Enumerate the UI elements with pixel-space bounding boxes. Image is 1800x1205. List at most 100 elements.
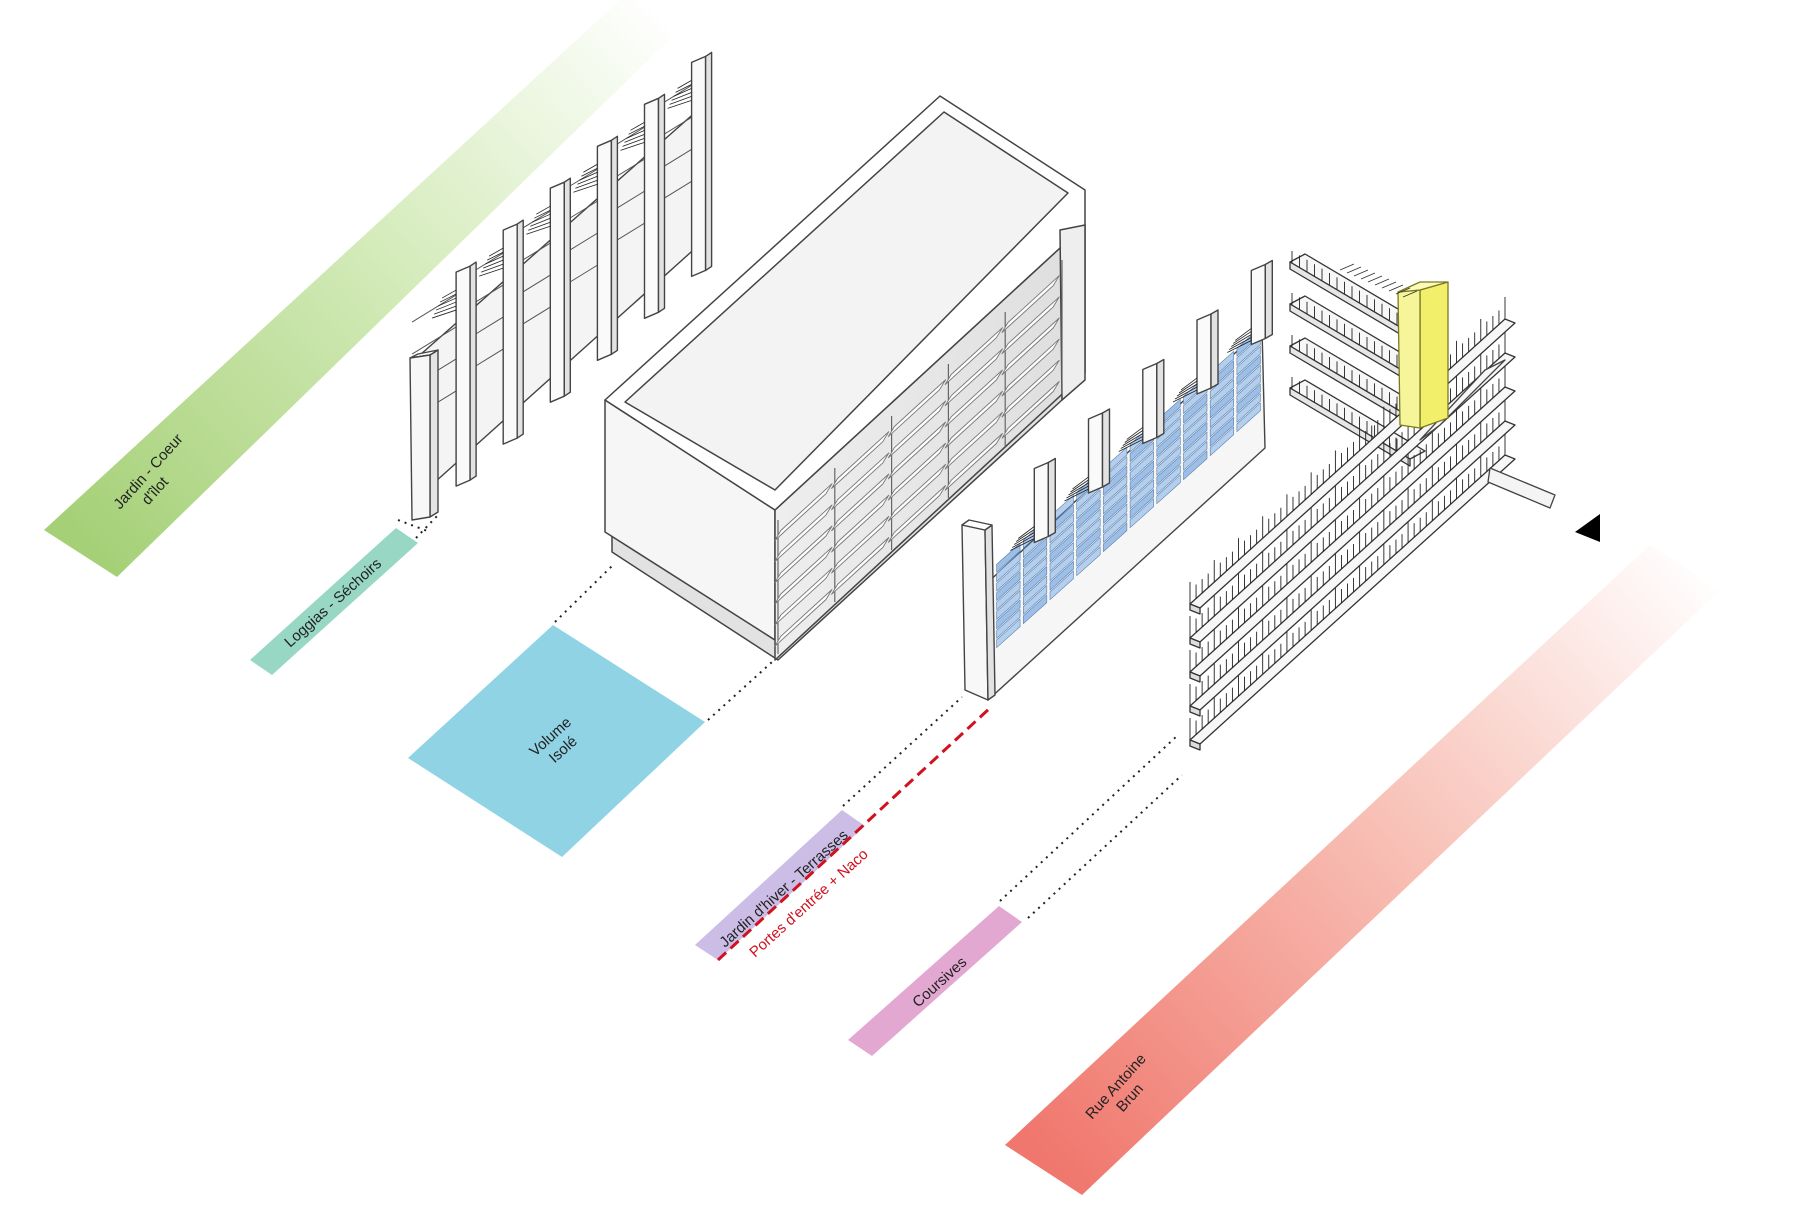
facade-shelf — [831, 473, 890, 532]
loggias-swatch — [250, 528, 418, 675]
glazing-panel — [996, 552, 1021, 582]
facade-shelf — [831, 494, 890, 553]
glazing-panel — [1183, 450, 1208, 481]
glazing-panel — [996, 599, 1021, 630]
glazing-panel — [1049, 542, 1074, 572]
insulated-volume — [604, 95, 1086, 661]
coursives-swatch — [848, 906, 1022, 1056]
facade-shelf — [831, 452, 890, 511]
winter-fin-side — [1047, 457, 1057, 538]
stair-step — [1353, 269, 1369, 277]
facade-shelf — [774, 546, 833, 605]
loggia-fin — [455, 265, 471, 487]
railing-bar — [1124, 430, 1143, 443]
glazing-panel — [1156, 436, 1181, 467]
glazing-panel — [996, 609, 1021, 639]
facade-shelf — [944, 348, 1003, 407]
railing-bar — [1072, 476, 1089, 490]
glazing-panel — [1076, 527, 1101, 558]
railing-bar — [437, 297, 457, 307]
glazing-panel — [1129, 460, 1154, 491]
railing-bar — [1014, 532, 1035, 545]
volume-swatch — [408, 625, 705, 857]
glazing-panel — [1022, 556, 1048, 587]
glazing-panel — [1129, 441, 1154, 472]
stair-step — [1388, 284, 1404, 292]
glazing-panel — [996, 542, 1021, 573]
facade-shelf — [774, 504, 833, 563]
gallery-slab-edge — [1289, 387, 1411, 467]
glazing-panel — [1183, 393, 1208, 424]
glazing-panel — [996, 618, 1021, 649]
loggia-fin-side — [469, 261, 477, 481]
railing-bar — [488, 247, 504, 257]
glazing-panel — [1076, 489, 1101, 520]
stair-step — [1395, 287, 1411, 295]
glazing-panel — [1049, 561, 1074, 591]
glazing-panel — [1156, 455, 1181, 486]
railing-bar — [526, 225, 551, 235]
railing-bar — [581, 167, 598, 177]
glazing-panel — [1049, 513, 1074, 544]
railing-bar — [528, 221, 551, 231]
railing-bar — [1174, 386, 1198, 400]
loggia-fin-side — [657, 93, 666, 313]
winter-garden-wall — [961, 259, 1274, 701]
winter-fin-side — [1264, 259, 1274, 340]
glazing-panel — [1209, 407, 1234, 438]
railing-bar — [1126, 427, 1144, 440]
glazing-panel — [1076, 499, 1101, 529]
railing-bar — [483, 259, 504, 269]
railing-bar — [1176, 383, 1198, 397]
glazing-panel — [1236, 383, 1261, 414]
winter-fin — [1196, 313, 1212, 395]
glazing-panel — [1183, 422, 1208, 452]
loggia-fin — [549, 181, 565, 403]
stair-step — [1346, 266, 1362, 274]
glazing-panel — [1129, 479, 1154, 510]
glazing-panel — [996, 580, 1021, 611]
glazing-panel — [1209, 426, 1234, 457]
railing-bar — [487, 251, 504, 261]
glazing-panel — [1103, 522, 1128, 553]
glazing-panel — [1076, 546, 1101, 577]
facade-shelf — [1001, 381, 1060, 439]
loggia-fin — [690, 55, 707, 278]
railing-bar — [583, 163, 598, 173]
glazing-panel — [1049, 570, 1074, 601]
railing-bar — [1118, 439, 1143, 452]
railing-bar — [1064, 488, 1089, 502]
facade-shelf — [1001, 296, 1060, 355]
glazing-panel — [1183, 441, 1208, 471]
glazing-panel — [1049, 551, 1074, 582]
railing-bar — [479, 267, 504, 277]
facade-shelf — [944, 433, 1003, 491]
glazing-panel — [1156, 417, 1181, 448]
facade-shelf — [887, 442, 947, 501]
loggia-fin — [596, 139, 613, 361]
facade-shelf — [887, 400, 947, 459]
loggia-fin — [502, 223, 518, 445]
railing-bar — [530, 217, 551, 227]
railing-bar — [626, 129, 645, 139]
railing-bar — [1122, 433, 1143, 446]
glazing-panel — [1183, 403, 1208, 433]
glazing-panel — [1209, 398, 1234, 428]
loggia-fin — [643, 97, 660, 319]
glazing-panel — [1103, 465, 1128, 496]
gallery-slab-edge — [1189, 637, 1201, 649]
railing-bar — [1016, 529, 1035, 542]
glazing-panel — [1022, 575, 1048, 606]
glazing-panel — [1022, 585, 1048, 615]
winter-fin — [1250, 263, 1267, 346]
loggia-fin-side — [610, 135, 619, 355]
jardin-hiver-swatch — [695, 810, 865, 960]
railing-bar — [1227, 340, 1252, 353]
railing-bar — [575, 179, 598, 189]
facade-shelf — [774, 525, 833, 584]
facade-shelf — [774, 567, 833, 626]
leader-lines — [397, 514, 1183, 919]
facade-shelf — [774, 589, 833, 647]
railing-bar — [630, 121, 645, 131]
